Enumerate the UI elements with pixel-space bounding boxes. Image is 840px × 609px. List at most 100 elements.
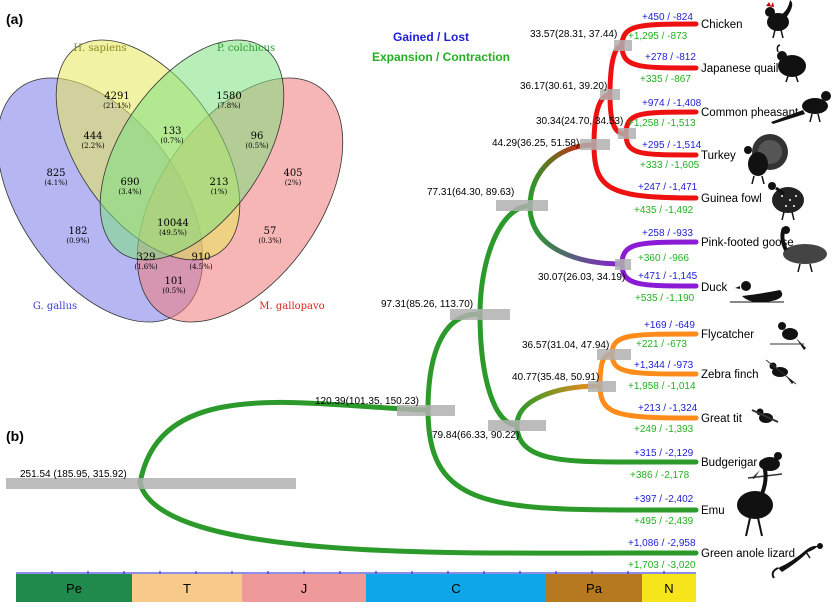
gained-lost-pink-footed-goose: +258 / -933 [642, 228, 693, 239]
venn-region-pct: (0.5%) [245, 142, 269, 150]
gained-lost-common-pheasant: +974 / -1,408 [642, 98, 702, 109]
period-triassic [132, 574, 242, 602]
branch-to-galliformes [527, 142, 595, 209]
expansion-contraction-common-pheasant: +1,258 / -1,513 [628, 118, 696, 129]
ci-bar-galliformes [580, 139, 610, 150]
taxon-budgerigar: Budgerigar [701, 457, 757, 469]
legend-expansion-contraction: Expansion / Contraction [372, 50, 510, 64]
turkey-icon [744, 134, 788, 185]
node-age-passeriformes: 40.77(35.48, 50.91) [512, 372, 599, 383]
expansion-contraction-flycatcher: +221 / -673 [636, 339, 687, 350]
gained-lost-japanese-quail: +278 / -812 [645, 52, 696, 63]
expansion-contraction-budgerigar: +386 / -2,178 [630, 470, 690, 481]
gained-lost-zebra-finch: +1,344 / -973 [634, 360, 694, 371]
venn-region-count: 101 [164, 276, 183, 287]
legend-gained-lost: Gained / Lost [393, 30, 469, 44]
gained-lost-green-anole-lizard: +1,086 / -2,958 [628, 538, 696, 549]
gained-lost-chicken: +450 / -824 [642, 12, 693, 23]
venn-region-pct: (4.5%) [189, 263, 213, 271]
quail-icon [776, 44, 806, 83]
venn-diagram: H. sapiens P. colchicus G. gallus M. gal… [0, 39, 344, 323]
ci-bar-chicken-quail [614, 40, 632, 51]
duck-icon [730, 281, 784, 303]
taxon-common-pheasant: Common pheasant [701, 107, 799, 119]
expansion-contraction-green-anole-lizard: +1,703 / -3,020 [628, 560, 696, 571]
taxon-duck: Duck [701, 282, 727, 294]
branch-turkey [623, 131, 699, 158]
venn-title-p-colchicus: P. colchicus [217, 43, 275, 54]
venn-region-count: 444 [83, 131, 102, 142]
branch-flycatcher [609, 331, 699, 357]
venn-region-pct: (2%) [285, 179, 302, 187]
taxon-zebra-finch: Zebra finch [701, 369, 759, 381]
branch-to-anseriformes [527, 203, 625, 267]
ci-bar-passeriformes [588, 381, 616, 392]
gained-lost-budgerigar: +315 / -2,129 [634, 448, 694, 459]
taxon-turkey: Turkey [701, 150, 736, 162]
branch-to-chicken-quail [607, 43, 625, 98]
venn-region-pct: (0.7%) [160, 137, 184, 145]
venn-region-count: 405 [283, 168, 302, 179]
venn-region-pct: (3.4%) [118, 188, 142, 196]
ci-bar-galloanserae [496, 200, 548, 211]
panel-a-label: (a) [6, 11, 23, 27]
branch-aves-to-neognathae [425, 311, 481, 413]
node-age-root: 251.54 (185.95, 315.92) [20, 469, 127, 480]
taxon-emu: Emu [701, 505, 725, 517]
venn-region-count: 1580 [216, 91, 241, 102]
venn-region-pct: (7.8%) [217, 102, 241, 110]
branch-aves-to-emu [425, 407, 627, 513]
taxon-flycatcher: Flycatcher [701, 329, 754, 341]
ci-bar-neoaves [488, 420, 546, 431]
node-age-anseriformes: 30.07(26.03, 34.19) [538, 272, 625, 283]
lizard-icon [771, 543, 823, 579]
venn-set-p-colchicus [99, 39, 285, 261]
branch-japanese-quail [619, 43, 699, 71]
ci-bar-flycatcher-finch [597, 349, 631, 360]
ci-bar-neognathae [450, 309, 510, 320]
venn-title-h-sapiens: H. sapiens [73, 43, 126, 54]
venn-title-g-gallus: G. gallus [33, 301, 77, 312]
venn-region-count: 10044 [157, 218, 189, 229]
period-cretaceous [366, 574, 546, 602]
expansion-contraction-guinea-fowl: +435 / -1,492 [634, 205, 694, 216]
venn-region-pct: (49.5%) [159, 229, 187, 237]
period-jurassic [242, 574, 366, 602]
node-age-chicken-quail: 33.57(28.31, 37.44) [530, 29, 617, 40]
panel-b-label: (b) [6, 428, 24, 444]
geological-timescale: Pe T J C Pa N [16, 571, 696, 602]
gained-lost-flycatcher: +169 / -649 [644, 320, 695, 331]
branch-great-tit [597, 383, 699, 421]
expansion-contraction-japanese-quail: +335 / -867 [640, 74, 691, 85]
taxon-guinea-fowl: Guinea fowl [701, 193, 762, 205]
branch-root-to-aves [137, 399, 428, 486]
taxon-pink-footed-goose: Pink-footed goose [701, 237, 794, 249]
period-label: C [451, 581, 460, 596]
confidence-bars [6, 40, 636, 489]
expansion-contraction-pink-footed-goose: +360 / -966 [638, 253, 689, 264]
expansion-contraction-turkey: +333 / -1,605 [640, 160, 700, 171]
ci-bar-root [6, 478, 296, 489]
taxa-labels: +450 / -824 Chicken +1,295 / -873 +278 /… [628, 12, 799, 571]
period-permian [16, 574, 132, 602]
expansion-contraction-chicken: +1,295 / -873 [628, 31, 688, 42]
expansion-contraction-emu: +495 / -2,439 [634, 516, 694, 527]
ci-bar-pheasant-turkey [618, 128, 636, 139]
guinea-fowl-icon [768, 182, 804, 221]
ci-bar-anseriformes [615, 259, 631, 270]
venn-region-count: 690 [120, 177, 139, 188]
ci-bar-aves [397, 405, 455, 416]
node-age-pheasant-turkey: 30.34(24.70, 34.53) [536, 116, 623, 127]
venn-region-count: 213 [209, 177, 228, 188]
node-age-galloanserae: 77.31(64.30, 89.63) [427, 187, 514, 198]
branch-to-passeriformes [514, 383, 603, 428]
venn-region-pct: (0.9%) [66, 237, 90, 245]
venn-region-pct: (0.5%) [162, 287, 186, 295]
ci-bar-phasianidae [600, 89, 620, 100]
period-label: J [301, 581, 308, 596]
venn-region-count: 825 [46, 168, 65, 179]
gained-lost-guinea-fowl: +247 / -1,471 [638, 182, 698, 193]
branch-to-budgerigar [514, 422, 627, 465]
branch-root-to-lizard [137, 480, 627, 556]
